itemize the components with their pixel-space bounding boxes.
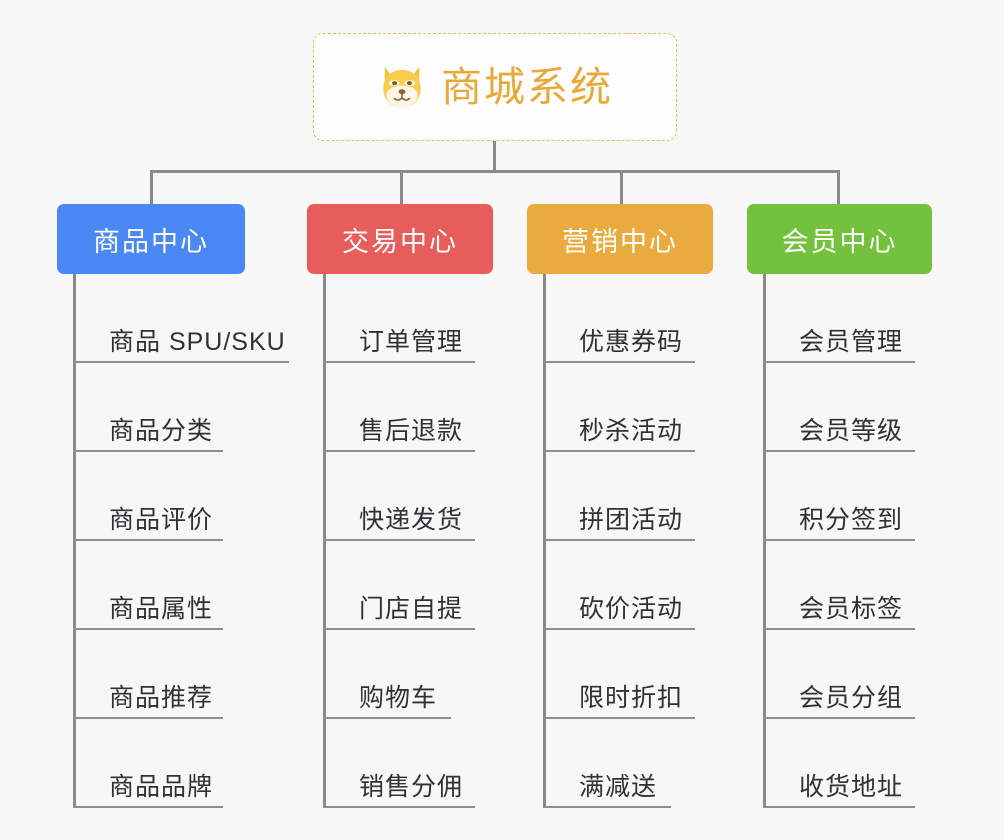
connector-drop-1	[150, 170, 153, 206]
leaf-underline	[543, 450, 695, 452]
list-item[interactable]: 秒杀活动	[543, 363, 695, 452]
leaf-list-4: 会员管理 会员等级 积分签到 会员标签 会员分组 收货地址	[763, 274, 915, 808]
leaf-label: 购物车	[359, 684, 438, 712]
list-item[interactable]: 会员标签	[763, 541, 915, 630]
leaf-label: 拼团活动	[579, 506, 684, 534]
list-item[interactable]: 限时折扣	[543, 630, 695, 719]
leaf-label: 收货地址	[799, 773, 904, 801]
leaf-label: 满减送	[579, 773, 658, 801]
shiba-dog-face-icon	[383, 66, 421, 108]
list-item[interactable]: 售后退款	[323, 363, 475, 452]
list-item[interactable]: 销售分佣	[323, 719, 475, 808]
leaf-label: 会员标签	[799, 595, 904, 623]
leaf-label: 秒杀活动	[579, 417, 684, 445]
leaf-list-1: 商品 SPU/SKU 商品分类 商品评价 商品属性 商品推荐 商品品牌	[73, 274, 289, 808]
leaf-underline	[543, 628, 695, 630]
leaf-label: 积分签到	[799, 506, 904, 534]
leaf-underline	[323, 450, 475, 452]
leaf-underline	[763, 717, 915, 719]
leaf-label: 砍价活动	[579, 595, 684, 623]
category-header-2[interactable]: 交易中心	[307, 204, 493, 274]
leaf-underline	[763, 450, 915, 452]
list-item[interactable]: 会员分组	[763, 630, 915, 719]
leaf-underline	[543, 717, 695, 719]
leaf-underline	[73, 806, 223, 808]
category-title-4: 会员中心	[781, 226, 898, 257]
list-item[interactable]: 会员管理	[763, 274, 915, 363]
branch-spine-1	[73, 274, 76, 808]
list-item[interactable]: 快递发货	[323, 452, 475, 541]
leaf-underline	[763, 806, 915, 808]
leaf-label: 商品品牌	[109, 773, 214, 801]
category-header-1[interactable]: 商品中心	[57, 204, 245, 274]
connector-drop-4	[837, 170, 840, 206]
leaf-underline	[763, 628, 915, 630]
leaf-list-2: 订单管理 售后退款 快递发货 门店自提 购物车 销售分佣	[323, 274, 475, 808]
leaf-label: 订单管理	[359, 328, 464, 356]
list-item[interactable]: 会员等级	[763, 363, 915, 452]
connector-horizontal-bus	[150, 170, 840, 173]
leaf-label: 商品分类	[109, 417, 214, 445]
list-item[interactable]: 门店自提	[323, 541, 475, 630]
list-item[interactable]: 商品推荐	[73, 630, 286, 719]
leaf-label: 快递发货	[359, 506, 464, 534]
leaf-underline	[543, 806, 671, 808]
leaf-label: 限时折扣	[579, 684, 684, 712]
leaf-label: 会员等级	[799, 417, 904, 445]
leaf-underline	[73, 539, 223, 541]
branch-spine-2	[323, 274, 326, 808]
leaf-underline	[543, 361, 695, 363]
list-item[interactable]: 商品 SPU/SKU	[73, 274, 289, 363]
leaf-label: 门店自提	[359, 595, 464, 623]
list-item[interactable]: 订单管理	[323, 274, 475, 363]
leaf-underline	[763, 361, 915, 363]
category-title-2: 交易中心	[342, 226, 458, 257]
connector-root-stem	[493, 141, 496, 172]
list-item[interactable]: 优惠券码	[543, 274, 695, 363]
connector-drop-3	[620, 170, 623, 206]
leaf-underline	[323, 361, 475, 363]
category-header-4[interactable]: 会员中心	[747, 204, 932, 274]
leaf-list-3: 优惠券码 秒杀活动 拼团活动 砍价活动 限时折扣 满减送	[543, 274, 695, 808]
category-title-3: 营销中心	[562, 226, 678, 257]
leaf-label: 商品属性	[109, 595, 214, 623]
leaf-label: 会员分组	[799, 684, 904, 712]
list-item[interactable]: 积分签到	[763, 452, 915, 541]
leaf-underline	[73, 717, 223, 719]
leaf-label: 会员管理	[799, 328, 904, 356]
list-item[interactable]: 商品评价	[73, 452, 286, 541]
leaf-underline	[73, 361, 289, 363]
leaf-underline	[73, 628, 223, 630]
leaf-underline	[543, 539, 695, 541]
list-item[interactable]: 满减送	[543, 719, 683, 808]
leaf-underline	[323, 717, 451, 719]
category-header-3[interactable]: 营销中心	[527, 204, 713, 274]
list-item[interactable]: 商品属性	[73, 541, 286, 630]
leaf-label: 优惠券码	[579, 328, 684, 356]
branch-spine-3	[543, 274, 546, 808]
category-title-1: 商品中心	[93, 226, 209, 257]
leaf-label: 商品 SPU/SKU	[109, 328, 286, 356]
list-item[interactable]: 收货地址	[763, 719, 915, 808]
root-title: 商城系统	[441, 63, 613, 110]
leaf-label: 商品推荐	[109, 684, 214, 712]
leaf-label: 售后退款	[359, 417, 464, 445]
leaf-underline	[323, 628, 475, 630]
list-item[interactable]: 商品分类	[73, 363, 286, 452]
list-item[interactable]: 购物车	[323, 630, 463, 719]
list-item[interactable]: 商品品牌	[73, 719, 286, 808]
leaf-underline	[323, 539, 475, 541]
leaf-label: 商品评价	[109, 506, 214, 534]
branch-spine-4	[763, 274, 766, 808]
connector-drop-2	[400, 170, 403, 206]
list-item[interactable]: 砍价活动	[543, 541, 695, 630]
leaf-underline	[763, 539, 915, 541]
leaf-underline	[323, 806, 475, 808]
leaf-label: 销售分佣	[359, 773, 464, 801]
list-item[interactable]: 拼团活动	[543, 452, 695, 541]
leaf-underline	[73, 450, 223, 452]
root-node[interactable]: 商城系统	[313, 33, 677, 141]
